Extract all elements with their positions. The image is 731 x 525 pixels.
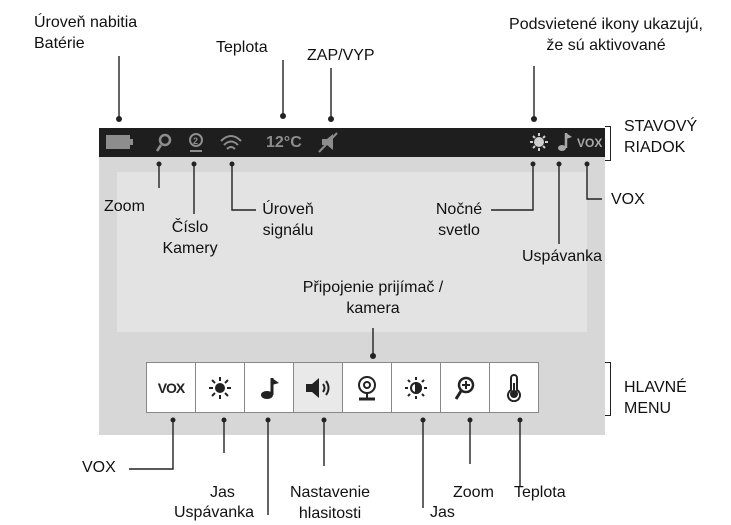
zoom-in-icon	[454, 376, 475, 400]
menu-item-lullaby[interactable]	[245, 363, 294, 412]
label-vox-bottom: VOX	[82, 459, 116, 476]
status-row-bracket	[605, 126, 611, 161]
label-lullaby-bottom: Uspávanka	[174, 504, 255, 521]
video-area	[117, 172, 587, 332]
menu-item-volume[interactable]	[294, 363, 343, 412]
sun-icon	[209, 376, 231, 399]
menu-item-zoom[interactable]	[441, 363, 490, 412]
label-lullaby-top: Uspávanka	[522, 248, 603, 265]
camera-number-icon	[189, 133, 203, 152]
thermometer-icon	[507, 373, 521, 402]
label-contrast-bottom: Jas	[430, 504, 455, 521]
night-light-icon	[530, 133, 548, 151]
menu-item-pairing[interactable]	[343, 363, 392, 412]
label-temperature-top: Teplota	[216, 39, 268, 56]
music-note-icon	[261, 377, 279, 399]
zoom-icon	[155, 133, 172, 152]
label-zoom-top: Zoom	[104, 198, 145, 215]
status-bar	[99, 128, 605, 157]
main-menu-bar: VOX	[146, 362, 539, 413]
vox-status: VOX	[577, 136, 603, 150]
lullaby-note-icon	[558, 133, 572, 151]
temperature-readout: 12°C	[266, 134, 302, 151]
label-zoom-bottom: Zoom	[453, 484, 494, 501]
label-temperature-bottom: Teplota	[514, 484, 566, 501]
svg-text:2: 2	[193, 136, 198, 146]
label-vox-top: VOX	[611, 191, 645, 208]
menu-item-temperature[interactable]	[490, 363, 538, 412]
battery-icon	[106, 135, 133, 149]
label-on-off: ZAP/VYP	[307, 47, 375, 64]
speaker-icon	[306, 377, 330, 398]
signal-icon	[220, 135, 242, 150]
menu-item-vox[interactable]: VOX	[147, 363, 196, 412]
menu-item-brightness[interactable]	[196, 363, 245, 412]
label-pairing: Připojenie prijímač /kamera	[302, 279, 444, 317]
camera-link-icon	[358, 375, 376, 400]
speaker-mute-icon	[318, 132, 338, 153]
label-brightness-bottom: Jas	[210, 484, 235, 501]
main-menu-bracket	[605, 362, 611, 416]
label-backlit-icons: Podsvietené ikony ukazujú,že sú aktivova…	[509, 16, 703, 54]
menu-item-contrast[interactable]	[392, 363, 441, 412]
contrast-sun-icon	[405, 376, 427, 399]
